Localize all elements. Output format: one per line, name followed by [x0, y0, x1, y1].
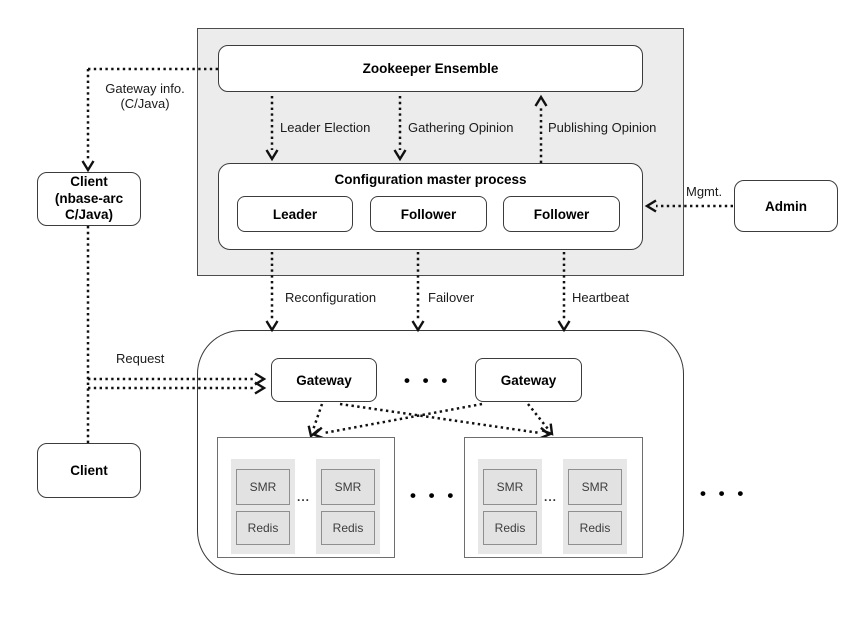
publishing-opinion-label: Publishing Opinion	[548, 120, 657, 135]
redis-label: Redis	[579, 521, 611, 535]
client-top-box: Client (nbase-arc C/Java)	[37, 172, 141, 226]
heartbeat-label: Heartbeat	[572, 290, 630, 305]
gateway-label-1: Gateway	[296, 372, 352, 388]
client-top-label-line3: C/Java)	[64, 207, 114, 223]
arrowhead-down-leader-election-icon	[265, 149, 279, 162]
request-label: Request	[116, 351, 165, 366]
follower-box-1: Follower	[370, 196, 487, 232]
redis-box: Redis	[568, 511, 622, 545]
follower-box-2: Follower	[503, 196, 620, 232]
zookeeper-ensemble-label: Zookeeper Ensemble	[362, 61, 499, 76]
smr-box: SMR	[568, 469, 622, 505]
gathering-opinion-label: Gathering Opinion	[408, 120, 514, 135]
gateway-info-label: Gateway info. (C/Java)	[98, 81, 192, 111]
gateway2-cluster1-line	[323, 402, 483, 435]
gateway-info-label-line1: Gateway info.	[105, 81, 185, 96]
redis-label: Redis	[332, 521, 364, 535]
redis-box: Redis	[236, 511, 290, 545]
leader-box: Leader	[237, 196, 353, 232]
client-top-label-line1: Client	[70, 174, 108, 190]
arrowhead-right-gateway-1-icon	[254, 372, 267, 386]
arrowhead-down-failover-icon	[411, 320, 425, 333]
redis-label: Redis	[494, 521, 526, 535]
gateway2-cluster2-line	[527, 403, 549, 430]
client-bottom-box: Client	[37, 443, 141, 498]
admin-box: Admin	[734, 180, 838, 232]
arrowhead-down-gathering-opinion-icon	[393, 149, 407, 162]
smr-box: SMR	[321, 469, 375, 505]
gateway1-cluster1-line	[311, 403, 324, 431]
config-master-title: Configuration master process	[334, 172, 527, 187]
redis-box: Redis	[321, 511, 375, 545]
arrowhead-right-gateway-2-icon	[254, 381, 267, 395]
leader-election-label: Leader Election	[280, 120, 371, 135]
admin-label: Admin	[765, 198, 807, 214]
mgmt-label: Mgmt.	[686, 184, 723, 199]
smr-label: SMR	[334, 480, 362, 494]
cluster2-inner-ellipsis: ...	[544, 490, 558, 504]
client-top-label-line2: (nbase-arc	[54, 190, 124, 206]
cluster-ellipsis: • • •	[410, 486, 458, 505]
smr-label: SMR	[581, 480, 609, 494]
follower-label-1: Follower	[400, 206, 457, 222]
reconfiguration-label: Reconfiguration	[285, 290, 377, 305]
smr-label: SMR	[249, 480, 277, 494]
client-bottom-label: Client	[70, 463, 108, 478]
redis-box: Redis	[483, 511, 537, 545]
smr-box: SMR	[236, 469, 290, 505]
follower-label-2: Follower	[533, 206, 590, 222]
failover-label: Failover	[428, 290, 475, 305]
leader-label: Leader	[272, 206, 318, 222]
gateway1-cluster2-line	[339, 402, 541, 435]
arrowhead-up-publishing-opinion-icon	[534, 94, 548, 107]
gateway-info-label-line2: (C/Java)	[120, 96, 170, 111]
more-clusters-ellipsis: • • •	[700, 484, 748, 503]
redis-label: Redis	[247, 521, 279, 535]
arrowhead-cluster2-b-icon	[541, 423, 554, 436]
zookeeper-ensemble-box: Zookeeper Ensemble	[218, 45, 643, 92]
gateway-box-1: Gateway	[271, 358, 377, 402]
gateway-label-2: Gateway	[500, 372, 557, 388]
arrowhead-down-client-top-icon	[81, 160, 95, 173]
smr-box: SMR	[483, 469, 537, 505]
gateway-ellipsis: • • •	[404, 371, 452, 390]
gateway-box-2: Gateway	[475, 358, 582, 402]
cluster1-inner-ellipsis: ...	[297, 490, 311, 504]
arrowhead-left-mgmt-icon	[644, 199, 657, 213]
arrowhead-down-reconfiguration-icon	[265, 320, 279, 333]
arrowhead-down-heartbeat-icon	[557, 320, 571, 333]
smr-label: SMR	[496, 480, 524, 494]
